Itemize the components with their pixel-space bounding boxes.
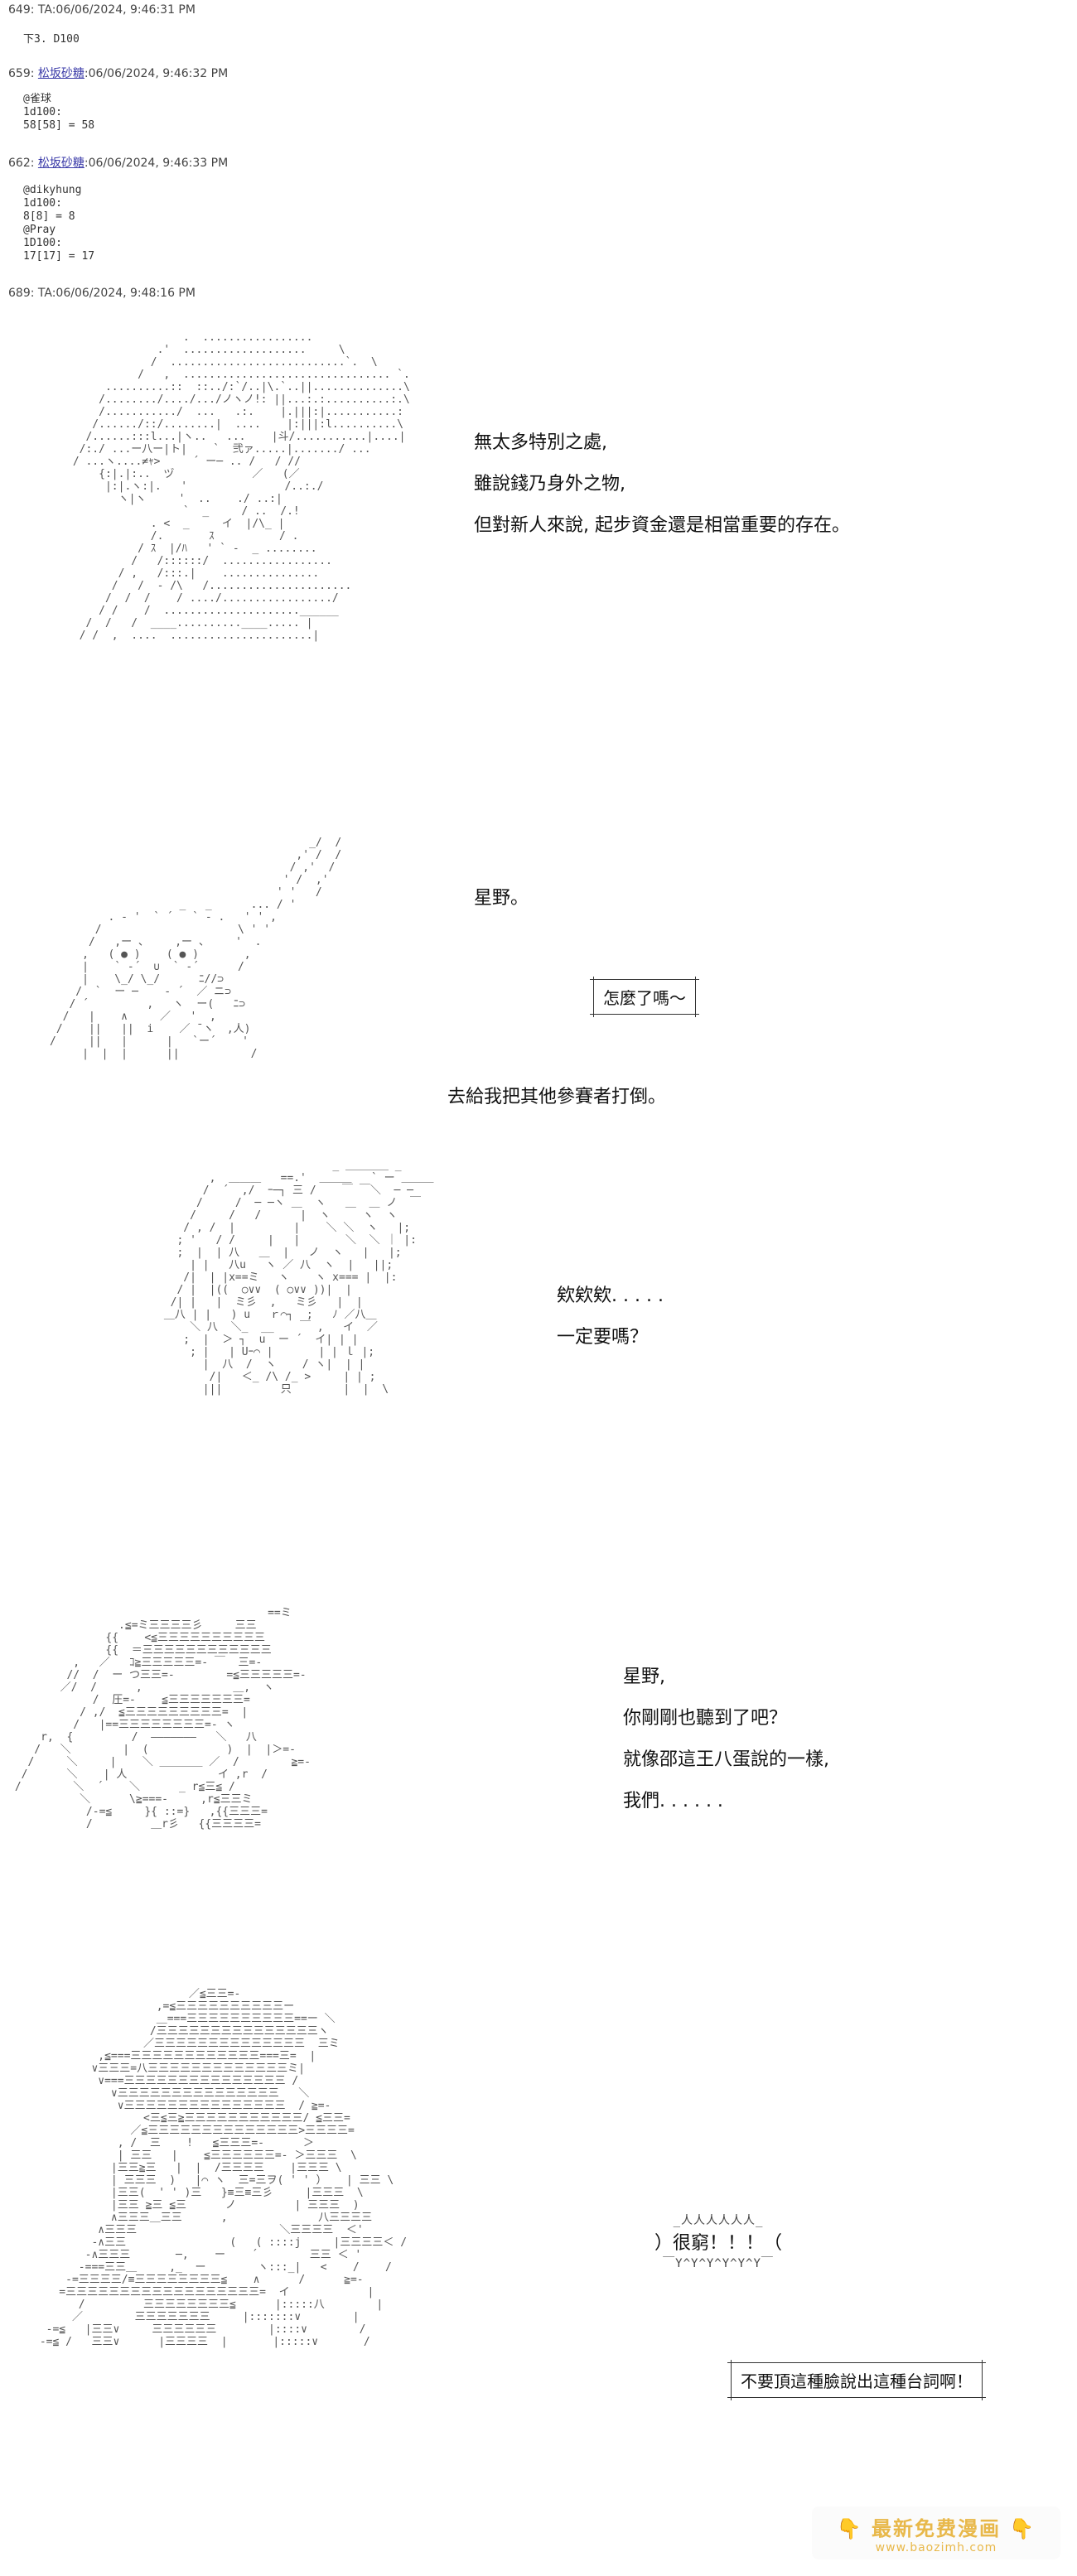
post-header-649: 649: TA:06/06/2024, 9:46:31 PM [8,3,196,17]
pointing-hand-icon: 👇 [1009,2516,1036,2540]
post-header-662: 662: 松坂砂糖:06/06/2024, 9:46:33 PM [8,157,229,170]
dialog-line: 星野。 [474,888,529,909]
post-number: 659 [8,67,31,80]
post-header-689: 689: TA:06/06/2024, 9:48:16 PM [8,287,196,300]
ascii-art-figure-1: . ................. .' .................… [72,331,410,642]
dialog-line: 我們. . . . . . [623,1791,723,1811]
panel-4: ==ミ .≦=ミ三三三三彡 三三 {{ <≦三三三三三三三三三三 {{ ＝三三三… [0,1590,1077,1971]
post-author-link[interactable]: 松坂砂糖 [37,67,85,80]
shout-border-top: _人人人人人人_ [673,2214,764,2227]
panel-5: ／≦三三=- ,=≦三三三三三三三三三三ー ＿===三三三三三三三三三三==ー … [0,1980,1077,2576]
post-time: 06/06/2024, 9:46:33 PM [88,157,229,170]
post-number: 649 [8,3,31,17]
dialog-line: 星野, [623,1667,665,1687]
post-number: 662 [8,157,31,170]
dialog-line: 一定要嗎？ [557,1327,649,1348]
watermark-url: www.baozimh.com [875,2540,997,2554]
ascii-art-figure-4: ==ミ .≦=ミ三三三三彡 三三 {{ <≦三三三三三三三三三三 {{ ＝三三三… [14,1607,311,1831]
post-body-659: @雀球 1d100: 58[58] = 58 [23,93,95,132]
dialog-line: 欸欸欸. . . . . [557,1286,664,1306]
panel-1: . ................. .' .................… [0,323,1077,812]
post-author-link[interactable]: 松坂砂糖 [37,157,85,170]
watermark-title: 👇 最新免费漫画 👇 [836,2516,1036,2540]
post-time: 06/06/2024, 9:46:32 PM [88,67,229,80]
shout-border-bottom: ￣Y^Y^Y^Y^Y^Y￣ [663,2257,774,2270]
post-time: 06/06/2024, 9:48:16 PM [56,287,196,300]
panel-2: _/ / ,' / / / ,' / ' / ,' ' ' / [0,828,1077,1143]
dialog-line: 無太多特別之處, [474,432,607,453]
speech-bubble: 不要頂這種臉說出這種台詞啊！ [727,2360,986,2400]
shout-bubble: _人人人人人人_ ）很窮！！！（ ￣Y^Y^Y^Y^Y^Y￣ [654,2212,782,2271]
post-header-659: 659: 松坂砂糖:06/06/2024, 9:46:32 PM [8,67,229,80]
pointing-hand-icon: 👇 [836,2516,863,2540]
dialog-line: 但對新人來說, 起步資金還是相當重要的存在。 [474,515,850,536]
dialog-line: 就像邵這王八蛋說的一樣, [623,1749,829,1770]
watermark: 👇 最新免费漫画 👇 www.baozimh.com [812,2506,1060,2559]
post-author: TA [37,287,52,300]
shout-text: ）很窮！！！（ [654,2233,783,2254]
dialog-line: 去給我把其他參賽者打倒。 [447,1087,667,1107]
post-time: 06/06/2024, 9:46:31 PM [56,3,196,17]
ascii-art-figure-2: _/ / ,' / / / ,' / ' / ,' ' ' / [50,837,342,1060]
post-body-649: 下3. D100 [23,33,80,46]
post-number: 689 [8,287,31,300]
ascii-art-figure-3: _ ＿＿＿＿ _ , ＿＿＿ ==.' ＿＿＿ ` ー ＿＿＿ / ´ ,/ ｰ… [163,1160,434,1396]
post-author: TA [37,3,52,17]
speech-bubble: 怎麼了嗎～ [590,977,699,1017]
post-body-662: @dikyhung 1d100: 8[8] = 8 @Pray 1D100: 1… [23,184,95,263]
panel-3: _ ＿＿＿＿ _ , ＿＿＿ ==.' ＿＿＿ ` ー ＿＿＿ / ´ ,/ ｰ… [0,1151,1077,1565]
dialog-line: 雖說錢乃身外之物, [474,474,625,494]
ascii-art-figure-5: ／≦三三=- ,=≦三三三三三三三三三三ー ＿===三三三三三三三三三三==ー … [39,1988,408,2348]
dialog-line: 你剛剛也聽到了吧？ [623,1708,788,1729]
